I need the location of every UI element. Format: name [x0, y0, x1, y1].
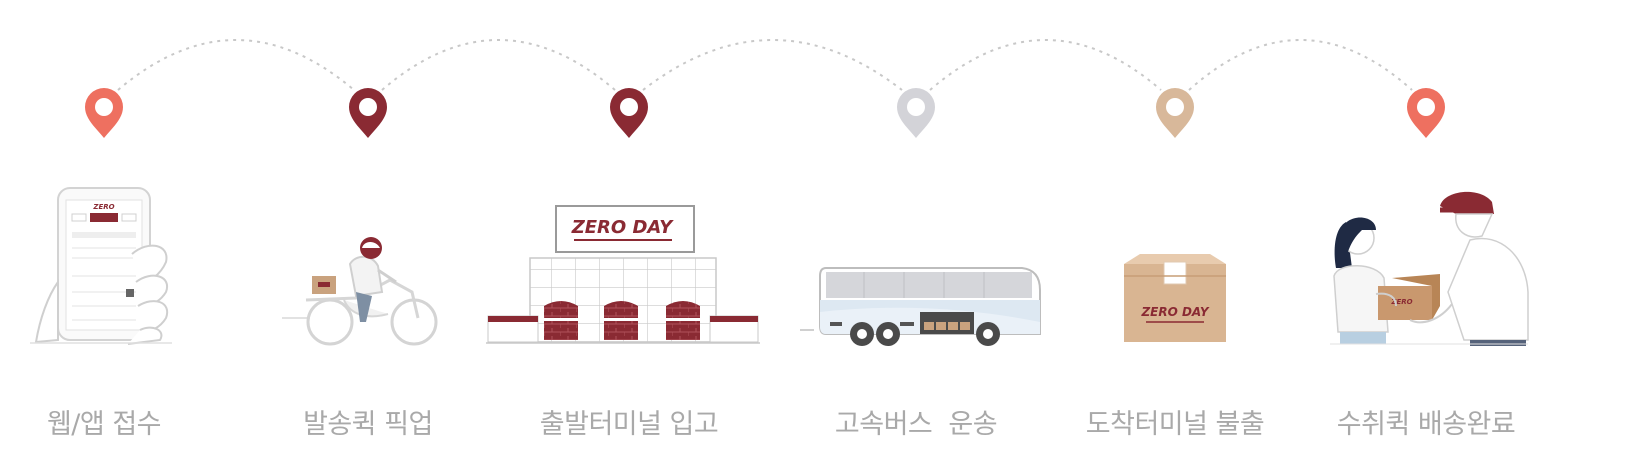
dashed-connector	[1189, 40, 1412, 90]
step-label-delivery-complete: 수취퀵 배송완료	[1296, 402, 1556, 441]
map-pin-icon	[897, 88, 935, 138]
map-pin-icon	[1407, 88, 1445, 138]
dashed-connector	[118, 40, 354, 90]
map-pin-icon	[1156, 88, 1194, 138]
motorcycle-courier-icon	[282, 237, 436, 344]
dashed-connector	[930, 40, 1161, 90]
step-label-arrival-terminal: 도착터미널 불출	[1045, 402, 1305, 441]
dashed-connector	[643, 40, 902, 90]
map-pin-icon	[610, 88, 648, 138]
parcel-box-icon: ZERO DAY	[1124, 254, 1226, 342]
svg-text:ZERO: ZERO	[92, 203, 114, 211]
box-logo: ZERO DAY	[1140, 305, 1209, 319]
express-bus-icon	[800, 268, 1040, 346]
smartphone-app-icon: ZERO	[30, 188, 172, 344]
step-label-bus-transport: 고속버스 운송	[786, 402, 1046, 441]
location-pins	[85, 88, 1445, 138]
step-label-departure-terminal: 출발터미널 입고	[499, 402, 759, 441]
terminal-building-icon: ZERO DAY	[486, 206, 760, 343]
route-connectors	[118, 40, 1412, 90]
terminal-sign-logo: ZERO DAY	[571, 217, 675, 238]
map-pin-icon	[349, 88, 387, 138]
package-handover-icon: ZERO	[1330, 192, 1528, 346]
step-label-pickup: 발송퀵 픽업	[238, 402, 498, 441]
map-pin-icon	[85, 88, 123, 138]
dashed-connector	[382, 40, 615, 90]
step-label-web-app-receipt: 웹/앱 접수	[0, 402, 234, 441]
